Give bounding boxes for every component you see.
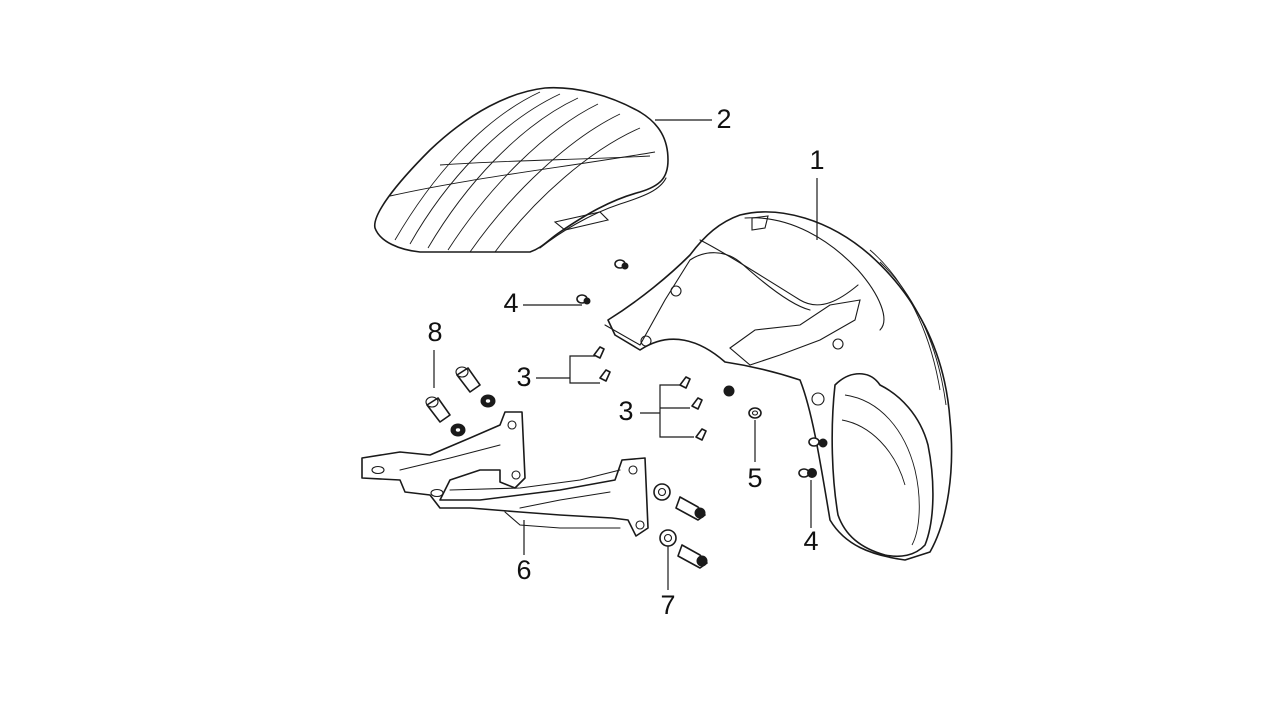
callout-4-lower: 4 [803, 526, 818, 556]
callout-3-upper: 3 [516, 362, 531, 392]
callout-2: 2 [716, 104, 731, 134]
callout-5: 5 [747, 463, 762, 493]
leader-lines [433, 119, 818, 590]
part-5-nut [723, 385, 762, 419]
callout-4-upper: 4 [503, 288, 518, 318]
callout-8: 8 [427, 317, 442, 347]
part-4-clips [576, 259, 828, 478]
callout-1: 1 [809, 145, 824, 175]
part-1-front-fender [604, 211, 953, 561]
callout-7: 7 [660, 590, 675, 620]
part-8-bolts [425, 366, 496, 437]
part-3-screws-upper [593, 346, 611, 382]
part-2-cover [374, 86, 669, 253]
part-3-screws-lower [679, 376, 707, 441]
callout-labels: 1 2 3 3 4 4 5 6 7 8 [427, 104, 824, 620]
callout-3-lower: 3 [618, 396, 633, 426]
part-7-bolts [653, 483, 708, 569]
callout-6: 6 [516, 555, 531, 585]
part-6-stay-bracket [361, 411, 649, 537]
